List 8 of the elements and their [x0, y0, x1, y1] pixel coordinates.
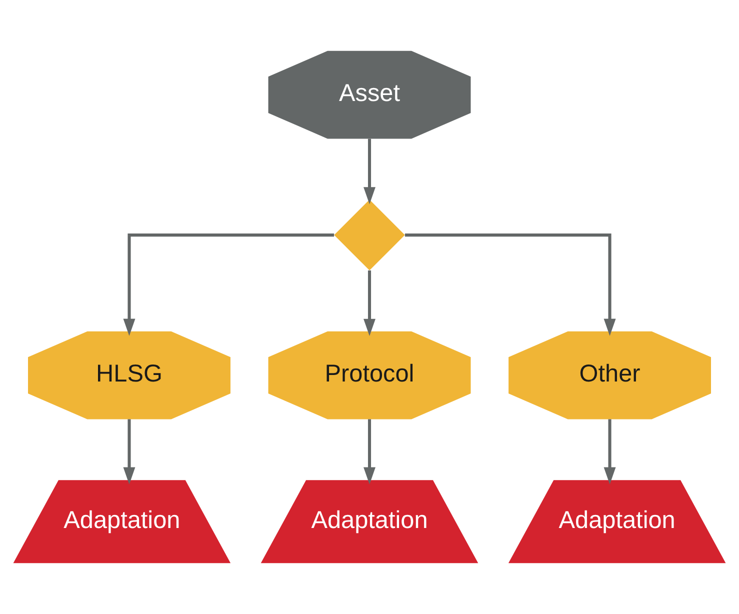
arrow	[404, 234, 616, 336]
arrow	[123, 419, 136, 484]
arrow	[364, 270, 376, 336]
arrow	[123, 234, 334, 336]
arrow	[364, 419, 376, 484]
arrow	[364, 138, 376, 204]
arrow	[604, 419, 616, 484]
node-diamond	[334, 200, 405, 270]
